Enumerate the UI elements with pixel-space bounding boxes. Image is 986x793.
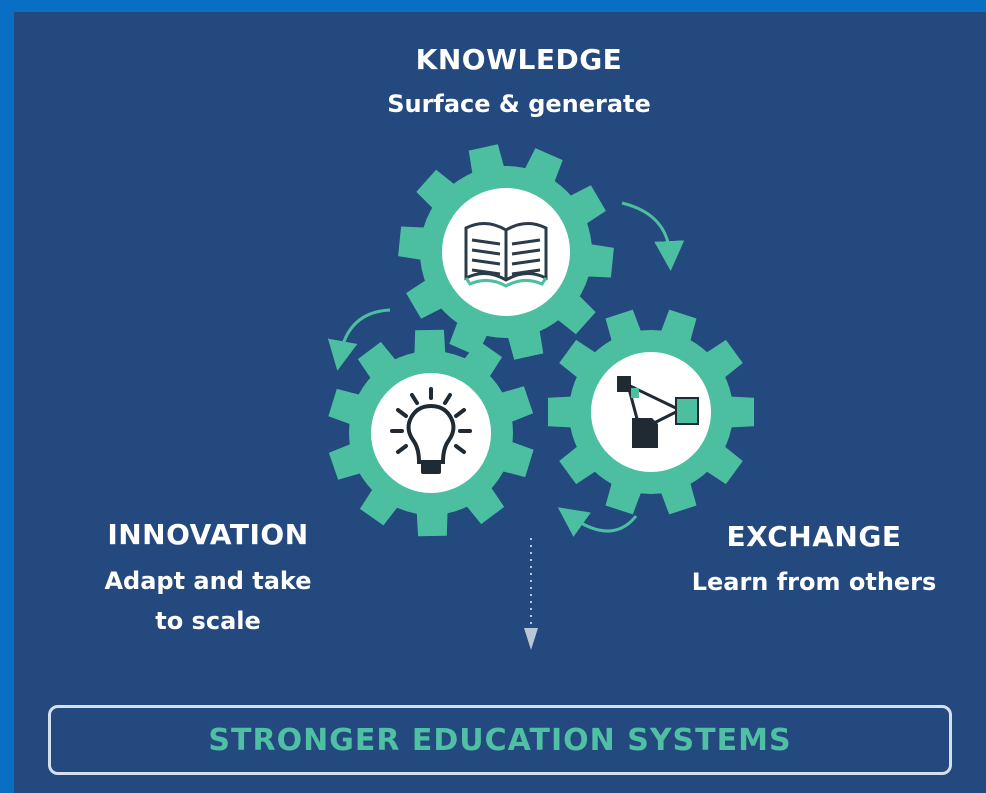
open-book-icon bbox=[442, 188, 570, 316]
innovation-subtitle-line-1: Adapt and take bbox=[104, 567, 312, 595]
outcome-banner-label: STRONGER EDUCATION SYSTEMS bbox=[208, 722, 792, 758]
down-arrowhead-icon bbox=[524, 628, 538, 650]
knowledge-subtitle: Surface & generate bbox=[387, 90, 651, 118]
outcome-banner: STRONGER EDUCATION SYSTEMS bbox=[48, 705, 952, 775]
cycle-arrow-top-right bbox=[621, 201, 685, 271]
knowledge-title: KNOWLEDGE bbox=[415, 43, 623, 76]
lightbulb-icon bbox=[371, 373, 491, 493]
cycle-arrow-bottom bbox=[557, 507, 638, 537]
exchange-subtitle: Learn from others bbox=[691, 568, 937, 596]
innovation-title: INNOVATION bbox=[107, 518, 309, 551]
cycle-arrow-left bbox=[327, 308, 391, 371]
innovation-subtitle: Adapt and take to scale bbox=[58, 561, 358, 641]
innovation-subtitle-line-2: to scale bbox=[155, 607, 261, 635]
network-documents-icon bbox=[591, 352, 711, 472]
exchange-title: EXCHANGE bbox=[726, 520, 902, 553]
